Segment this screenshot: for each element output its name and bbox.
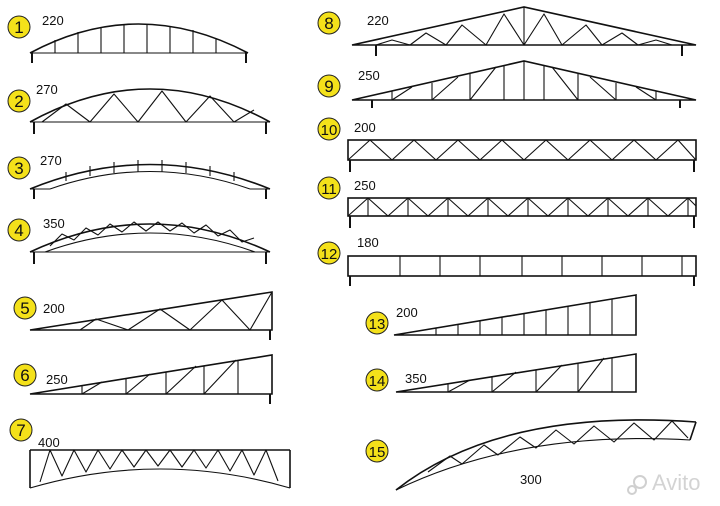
badge-2: 2 (7, 89, 31, 113)
span-label-12: 180 (357, 235, 379, 250)
badge-13: 13 (365, 311, 389, 335)
svg-text:11: 11 (321, 181, 337, 198)
truss-8: 8 220 (317, 6, 697, 56)
span-label-1: 220 (42, 13, 64, 28)
span-label-14: 350 (405, 371, 427, 386)
svg-text:1: 1 (14, 18, 23, 37)
svg-text:9: 9 (324, 77, 333, 96)
badge-4: 4 (7, 218, 31, 242)
truss-14: 14 350 (365, 353, 637, 393)
svg-text:8: 8 (324, 14, 333, 33)
svg-text:13: 13 (369, 316, 386, 333)
watermark-text: Avito (652, 470, 701, 495)
truss-12: 12 180 (317, 235, 697, 286)
truss-6: 6 250 (13, 354, 273, 404)
svg-text:5: 5 (20, 299, 29, 318)
span-label-9: 250 (358, 68, 380, 83)
truss-1: 1 220 (7, 13, 249, 63)
truss-11: 11 250 (317, 176, 697, 228)
span-label-2: 270 (36, 82, 58, 97)
span-label-15: 300 (520, 472, 542, 487)
truss-2: 2 270 (7, 82, 271, 134)
svg-text:3: 3 (14, 159, 23, 178)
span-label-3: 270 (40, 153, 62, 168)
watermark: Avito (627, 470, 701, 495)
badge-8: 8 (317, 11, 341, 35)
truss-13: 13 200 (365, 294, 637, 336)
svg-text:4: 4 (14, 221, 23, 240)
truss-9: 9 250 (317, 60, 697, 108)
badge-5: 5 (13, 296, 37, 320)
truss-4: 4 350 (7, 216, 271, 264)
badge-12: 12 (317, 241, 341, 265)
truss-15: 15 300 (365, 419, 697, 491)
truss-7: 7 400 (9, 418, 291, 489)
truss-10: 10 200 (317, 117, 697, 172)
svg-text:10: 10 (321, 122, 338, 139)
truss-3: 3 270 (7, 153, 271, 199)
svg-text:14: 14 (369, 373, 386, 390)
span-label-5: 200 (43, 301, 65, 316)
span-label-10: 200 (354, 120, 376, 135)
badge-3: 3 (7, 156, 31, 180)
badge-15: 15 (365, 439, 389, 463)
badge-1: 1 (7, 15, 31, 39)
svg-text:6: 6 (20, 366, 29, 385)
badge-6: 6 (13, 363, 37, 387)
badge-7: 7 (9, 418, 33, 442)
span-label-6: 250 (46, 372, 68, 387)
span-label-8: 220 (367, 13, 389, 28)
badge-9: 9 (317, 74, 341, 98)
span-label-11: 250 (354, 178, 376, 193)
span-label-13: 200 (396, 305, 418, 320)
span-label-4: 350 (43, 216, 65, 231)
svg-text:2: 2 (14, 92, 23, 111)
truss-5: 5 200 (13, 291, 273, 340)
badge-10: 10 (317, 117, 341, 141)
badge-11: 11 (317, 176, 341, 200)
badge-14: 14 (365, 368, 389, 392)
svg-text:7: 7 (16, 421, 25, 440)
svg-text:15: 15 (369, 444, 386, 461)
svg-text:12: 12 (321, 246, 338, 263)
span-label-7: 400 (38, 435, 60, 450)
